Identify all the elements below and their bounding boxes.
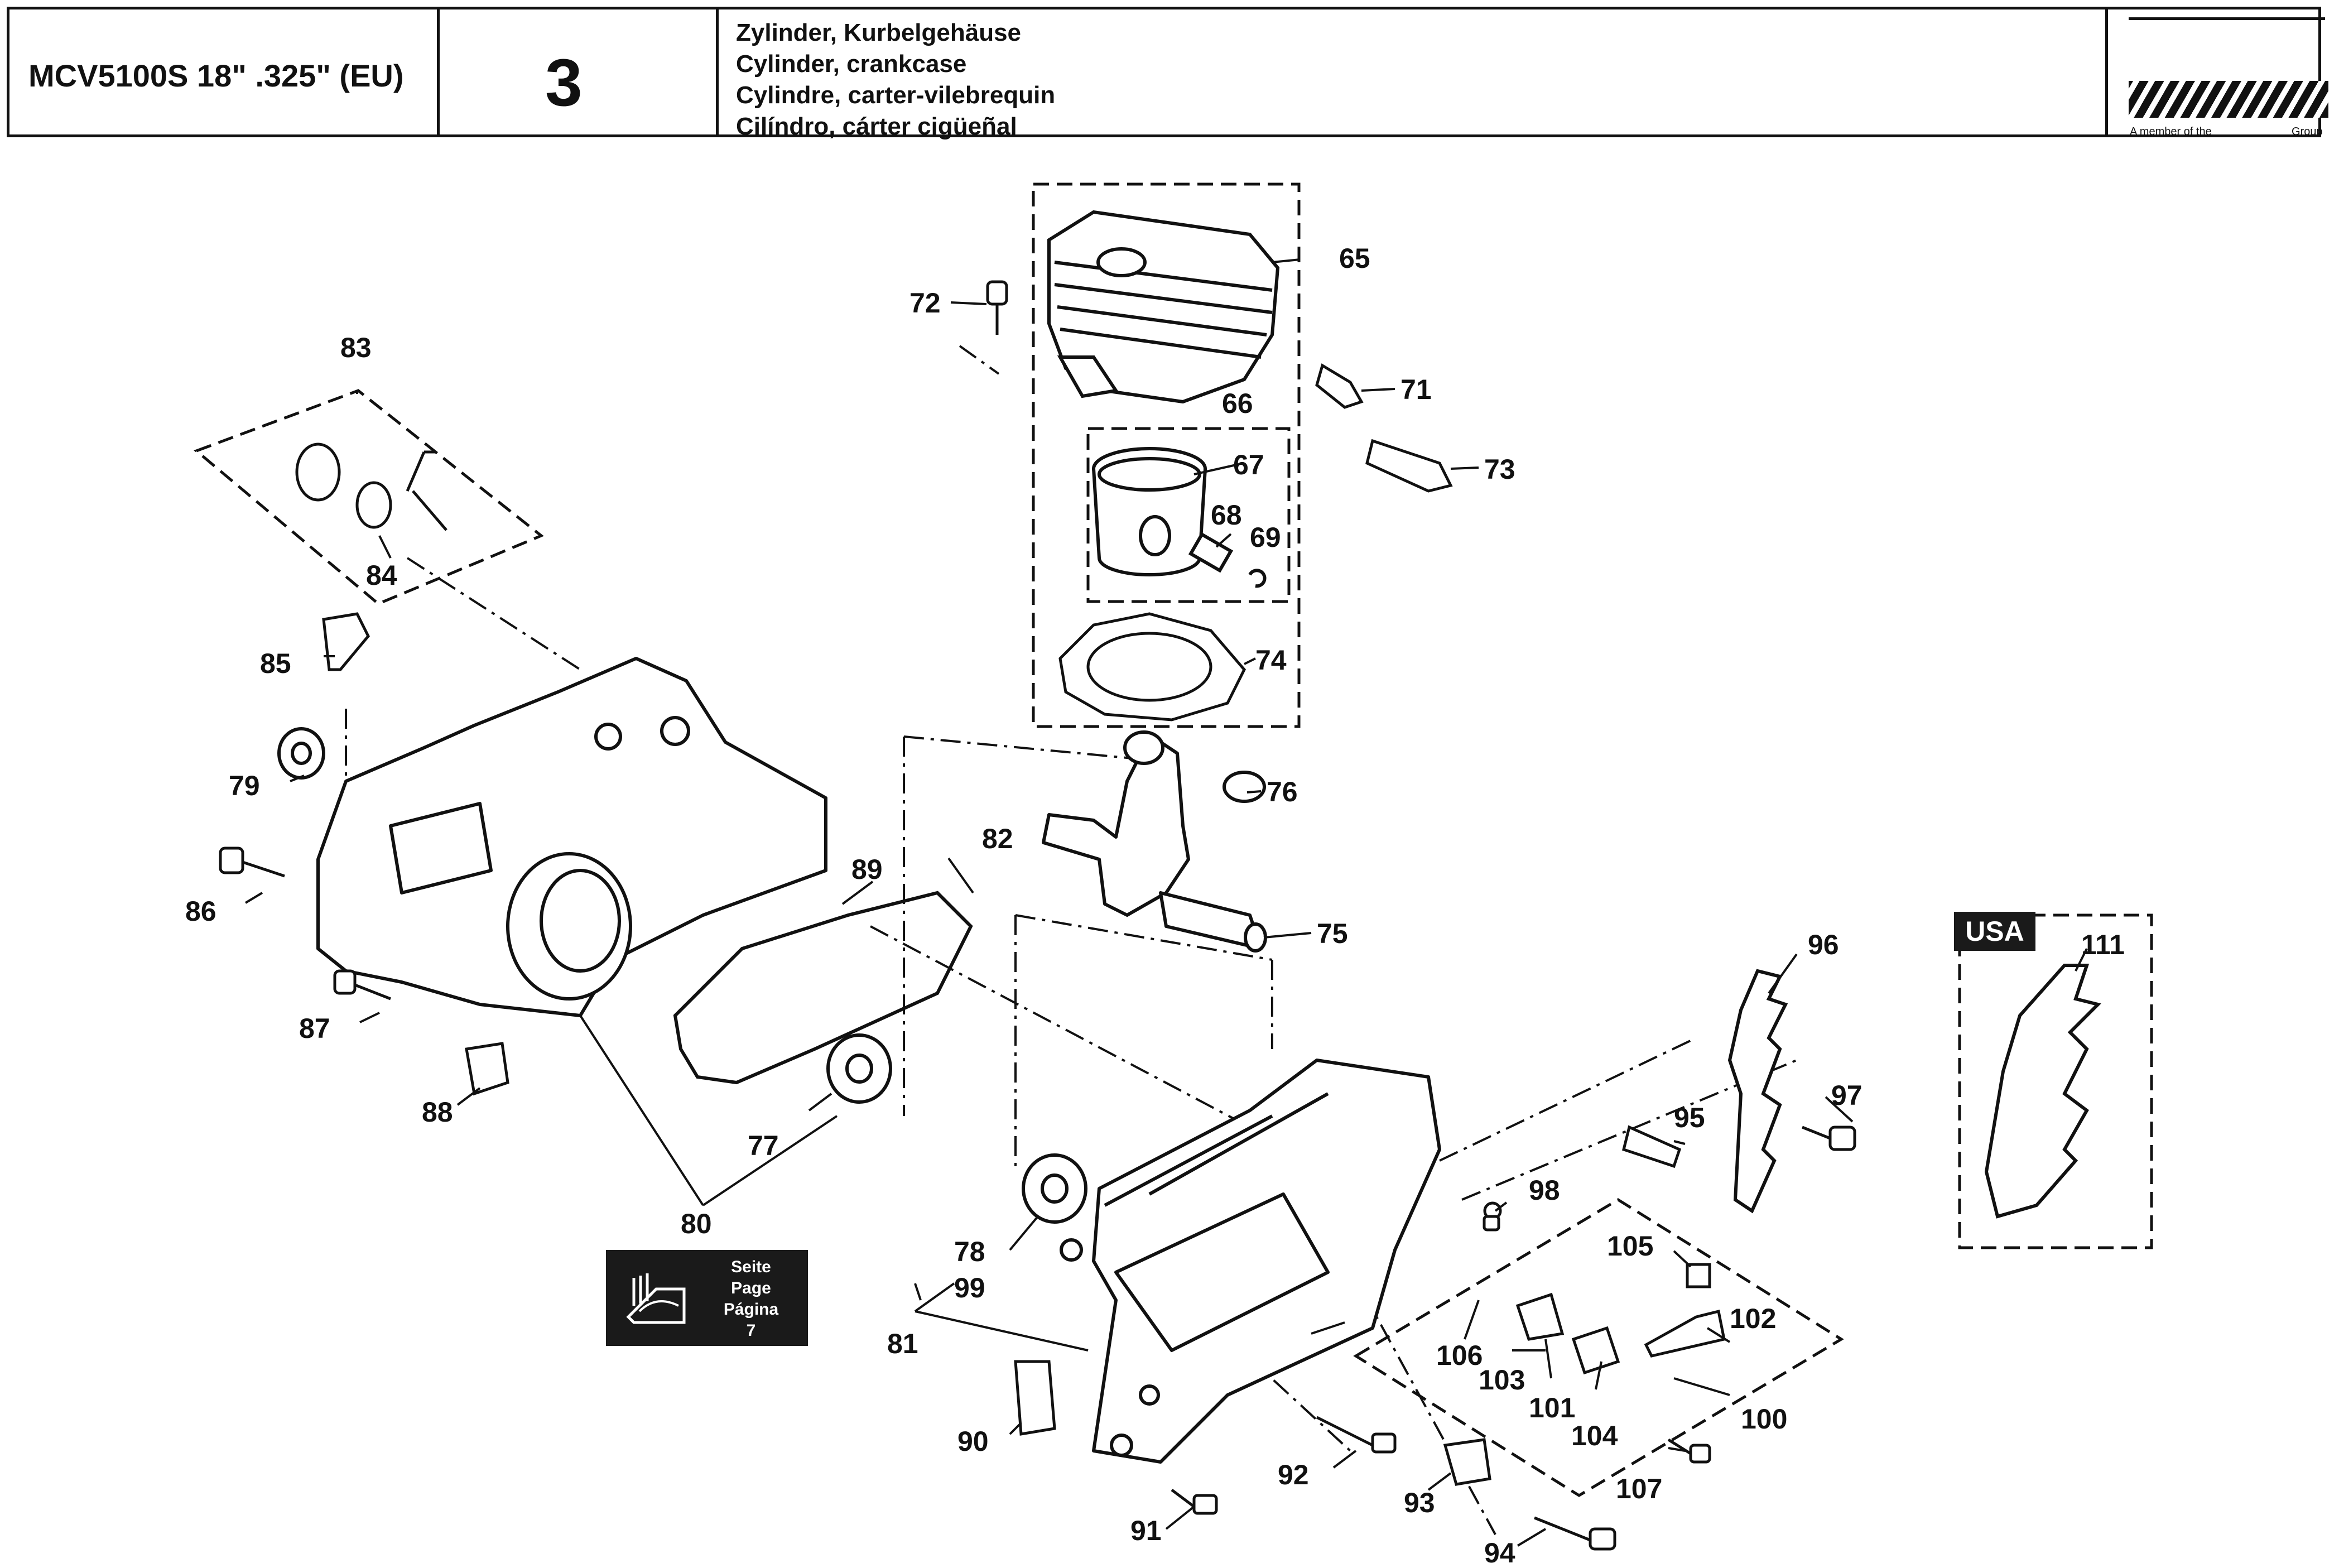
cylinder — [1047, 210, 1280, 404]
callout-75: 75 — [1317, 918, 1348, 949]
callout-106: 106 — [1436, 1340, 1483, 1371]
callout-82: 82 — [982, 823, 1013, 854]
callout-76: 76 — [1267, 776, 1298, 807]
piston — [1092, 447, 1267, 588]
callout-97: 97 — [1831, 1080, 1862, 1111]
callout-102: 102 — [1730, 1303, 1776, 1334]
ref-line-es: Página — [723, 1300, 779, 1319]
page-reference-badge: Seite Page Página 7 — [606, 1250, 808, 1346]
crankshaft — [1042, 730, 1267, 953]
callout-105: 105 — [1607, 1230, 1653, 1262]
title-en: Cylinder, crankcase — [736, 50, 967, 78]
page-number: 3 — [545, 45, 583, 120]
callout-103: 103 — [1479, 1364, 1525, 1396]
usa-variant-box — [1958, 913, 2153, 1249]
callout-100: 100 — [1741, 1403, 1787, 1435]
crankcase-gasket — [673, 891, 973, 1085]
callout-79: 79 — [229, 770, 260, 801]
callout-81: 81 — [887, 1328, 918, 1359]
small-parts — [219, 280, 1856, 1551]
oil-pump-group-box — [1353, 1198, 1844, 1497]
callout-84: 84 — [366, 560, 397, 591]
callout-80: 80 — [681, 1208, 712, 1239]
leader-lines — [244, 258, 2088, 1547]
ref-line-de: Seite — [731, 1258, 771, 1276]
callout-90: 90 — [957, 1426, 989, 1457]
model-name: MCV5100S 18" .325" (EU) — [28, 58, 404, 93]
callout-92: 92 — [1278, 1459, 1309, 1490]
callout-91: 91 — [1130, 1515, 1162, 1546]
seal-group — [295, 442, 447, 531]
callout-88: 88 — [422, 1096, 453, 1128]
title-es: Cilíndro, cárter cigüeñal — [736, 113, 1017, 140]
callout-94: 94 — [1484, 1537, 1515, 1568]
callout-78: 78 — [954, 1236, 985, 1267]
callout-96: 96 — [1808, 929, 1839, 960]
ref-line-en: Page — [731, 1279, 771, 1297]
ref-page-number: 7 — [746, 1321, 756, 1340]
callout-93: 93 — [1404, 1487, 1435, 1518]
callout-77: 77 — [748, 1130, 779, 1161]
title-fr: Cylindre, carter-vilebrequin — [736, 81, 1056, 109]
callout-68: 68 — [1211, 499, 1242, 531]
bumper-spike-usa — [1984, 964, 2101, 1219]
model-cell — [9, 9, 440, 134]
callout-85: 85 — [260, 648, 291, 679]
callout-99: 99 — [954, 1272, 985, 1304]
logo-rule — [2129, 17, 2325, 20]
cylinder-group-box — [1032, 182, 1301, 728]
callout-101: 101 — [1529, 1392, 1575, 1423]
callout-73: 73 — [1484, 454, 1515, 485]
gear-reference-icon — [626, 1273, 686, 1324]
page-number-cell — [437, 9, 719, 134]
title-de: Zylinder, Kurbelgehäuse — [736, 19, 1022, 46]
page-reference-text: Seite Page Página 7 — [706, 1257, 796, 1341]
callout-104: 104 — [1571, 1420, 1618, 1451]
callout-111: 111 — [2081, 929, 2125, 960]
title-cell — [716, 9, 2108, 134]
logo-caption-right: Group — [2292, 126, 2323, 138]
callout-87: 87 — [299, 1013, 330, 1044]
callout-95: 95 — [1674, 1102, 1705, 1133]
brand-logo — [2129, 81, 2328, 118]
callout-65: 65 — [1339, 243, 1370, 274]
crankcase-right-half — [1060, 1059, 1441, 1464]
crankcase-left-half — [316, 657, 827, 1017]
region-badge: USA — [1954, 912, 2035, 951]
callout-72: 72 — [909, 287, 941, 319]
callout-74: 74 — [1255, 644, 1287, 676]
callout-71: 71 — [1400, 374, 1432, 405]
callout-66: 66 — [1222, 388, 1253, 419]
callout-107: 107 — [1616, 1473, 1662, 1504]
logo-caption-left: A member of the — [2130, 126, 2212, 138]
callout-86: 86 — [185, 896, 216, 927]
callout-98: 98 — [1529, 1175, 1560, 1206]
bearings — [277, 727, 1266, 1224]
cylinder-gasket — [1058, 612, 1246, 722]
section-titles: Zylinder, Kurbelgehäuse Cylinder, crankc… — [736, 17, 1055, 142]
callout-69: 69 — [1250, 522, 1281, 553]
bumper-spike — [1727, 969, 1788, 1214]
page-header: MCV5100S 18" .325" (EU) 3 Zylinder, Kurb… — [7, 7, 2328, 140]
seal-group-box — [194, 389, 544, 605]
callout-89: 89 — [851, 854, 883, 885]
piston-group-box — [1086, 427, 1291, 603]
callout-83: 83 — [340, 332, 372, 363]
callout-67: 67 — [1233, 449, 1264, 480]
